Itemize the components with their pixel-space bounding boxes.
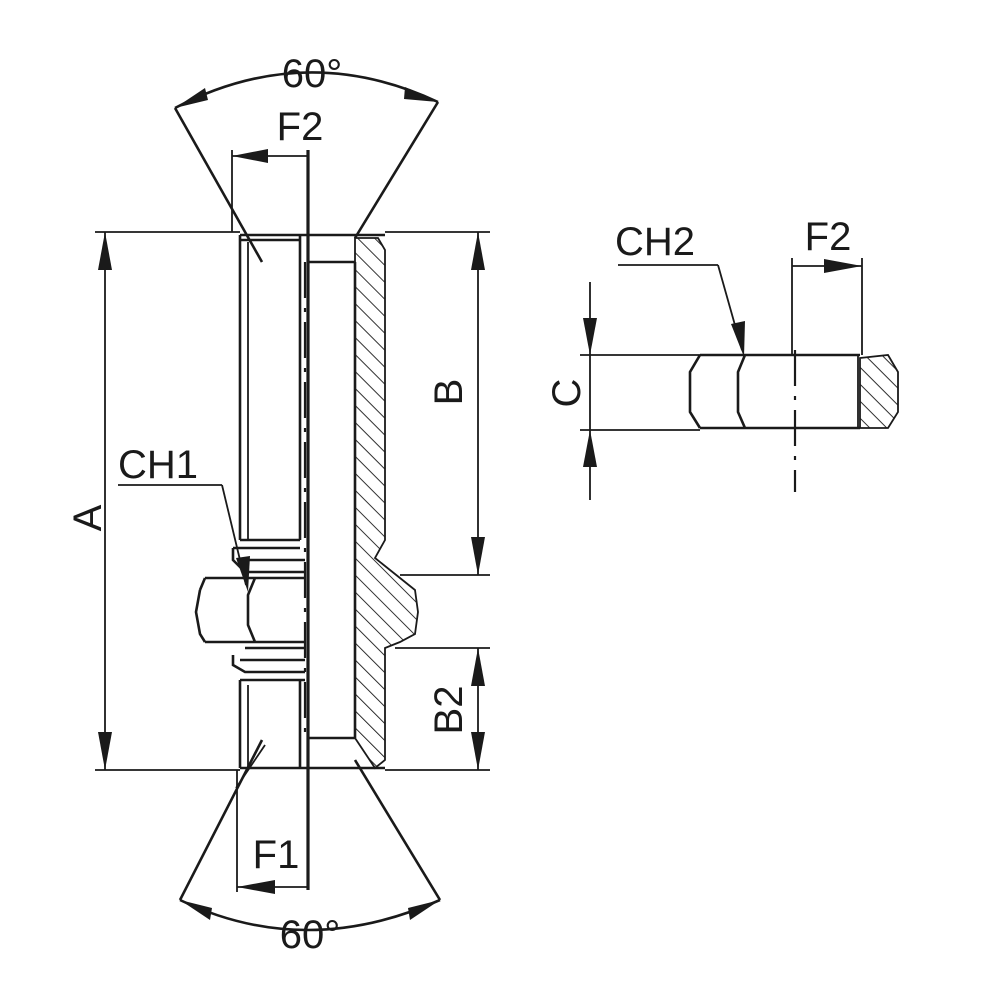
section-hatch <box>354 237 419 770</box>
nut-section <box>859 354 899 429</box>
upper-groove <box>231 538 305 574</box>
f1-label: F1 <box>253 833 300 877</box>
nut-outline <box>688 353 860 430</box>
ch1-label: CH1 <box>118 443 198 487</box>
ch2-label: CH2 <box>615 220 695 264</box>
nut-detail <box>580 258 899 500</box>
hex-nut-ch1 <box>194 576 305 644</box>
lower-tube-outline <box>238 678 385 770</box>
angle-bottom-label: 60° <box>280 913 341 957</box>
dim-a-label: A <box>66 504 110 531</box>
main-fitting <box>194 150 419 890</box>
f2-right-label: F2 <box>805 215 852 259</box>
upper-tube-outline <box>238 233 385 540</box>
f2-top-label: F2 <box>277 105 324 149</box>
section-outline <box>308 260 357 740</box>
dim-b-label: B <box>427 379 471 406</box>
ch1-leader <box>118 484 250 592</box>
dim-a <box>95 231 240 771</box>
angle-top-label: 60° <box>282 52 343 96</box>
f2-top-dimension <box>231 149 308 232</box>
dim-c-label: C <box>545 379 589 408</box>
cone-top <box>173 71 440 263</box>
dim-b <box>385 231 490 576</box>
f1-dimension <box>235 744 308 894</box>
lower-groove <box>231 646 305 674</box>
cone-bottom <box>178 739 442 932</box>
dim-b2-label: B2 <box>427 686 471 735</box>
dim-b2 <box>385 647 490 771</box>
